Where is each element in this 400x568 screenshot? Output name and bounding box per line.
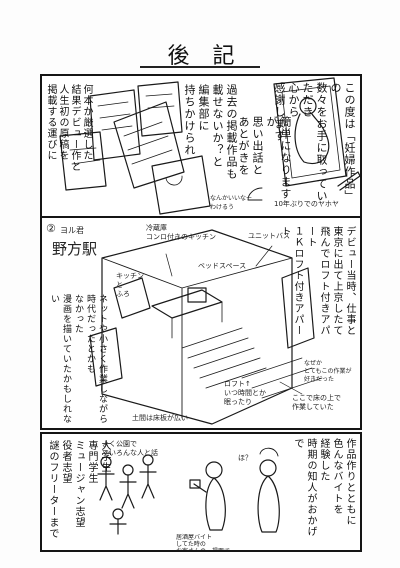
figure-2 (122, 464, 134, 476)
kitchen-unit (113, 277, 151, 319)
panel-part-time-jobs: 作品作りとともに 色んなバイトを 経験した 時期の知人がおかげで 大学生 専門学… (40, 432, 362, 552)
panel1-sketch (59, 77, 360, 215)
manuscript-page-3 (137, 81, 183, 137)
text-working-era: ネットや小さく作業しながら 時代だったとかも なかった 漫画を描いていたかもしれ… (49, 294, 107, 424)
tray-icon (189, 479, 207, 493)
note-figure: ほ？ (238, 454, 252, 462)
figure-4 (112, 508, 124, 520)
panel-apartment: ② ヨル君 野方駅 デビュー当時、仕事と 東京に出て上京したて 飛んでロフト付き… (40, 216, 362, 430)
heading-pre: ヨル君 (60, 226, 84, 235)
note-bath: ユニットバス (248, 232, 290, 240)
loft-ladder (181, 327, 267, 389)
note-bed: ベッドスペース (198, 262, 247, 270)
manuscript-page-5 (151, 155, 211, 215)
panel3-sketch (97, 447, 280, 535)
published-book (273, 77, 347, 187)
page-title: 後 記 (167, 44, 243, 69)
note-park: よく公園で でいろんな人と話 (102, 440, 158, 457)
circle-number: ② (46, 222, 56, 235)
manuscript-page-1 (89, 89, 141, 161)
text-part-time: 作品作りとともに 色んなバイトを 経験した 時期の知人がおかげで (292, 438, 355, 537)
text-debut-apartment: デビュー当時、仕事と 東京に出て上京したて 飛んでロフト付きアパート １Ｋロフト… (279, 226, 355, 336)
manuscript-page-4 (59, 131, 107, 191)
note-loft: ロフト↑ いつ時間とか 眠ったり (224, 380, 266, 406)
fridge (89, 327, 123, 387)
customer-figure (259, 459, 277, 477)
note-exclaim: なんかいいなー わけるう (210, 195, 253, 211)
text-past-works: 過去の掲載作品も 載せないか？と 編集部に 持ちかけられ (183, 84, 238, 180)
note-izakaya: 居酒屋バイト してた時の お客さんの一場面で (176, 534, 231, 552)
note-floor: ここで床の上で 作業していた (292, 394, 341, 411)
text-selection: 何本か厳選した 結果デビュー作と 人生初の原稿を 掲載する運びに (45, 84, 92, 172)
note-sketch-label: 10年ぶりでのヤホヤ (274, 200, 339, 208)
panel-past-works: この度は「妊婦作品」の 数々をお手に取っていただき 心から 感謝します 簡単にな… (40, 74, 362, 218)
note-desk-floor: 土間は床板が広い (132, 414, 188, 422)
note-kitchen: キッチン と ふろ (116, 272, 144, 298)
apartment-sketch (89, 229, 323, 425)
text-easy-afterword: 簡単になりますが 思い出話と あとがきを (237, 116, 292, 200)
monitor (187, 287, 207, 303)
pencil (337, 171, 360, 191)
note-bottom-right: なぜか とてもこの作業が 好きだった (304, 360, 352, 383)
text-acquaintances: 大学生 専門学生 ミュージャン志望 役者志望 謎のフリーターまで (47, 440, 110, 539)
note-fridge: 冷蔵庫 コンロ付きのキッチン (146, 224, 216, 241)
server-figure (205, 461, 223, 479)
manuscript-page-2 (113, 101, 185, 189)
closet (281, 267, 315, 349)
title-underline (140, 66, 260, 68)
text-thanks: この度は「妊婦作品」の 数々をお手に取っていただき 心から 感謝します (273, 82, 356, 202)
heading-station: 野方駅 (52, 240, 98, 258)
desk (151, 289, 223, 319)
